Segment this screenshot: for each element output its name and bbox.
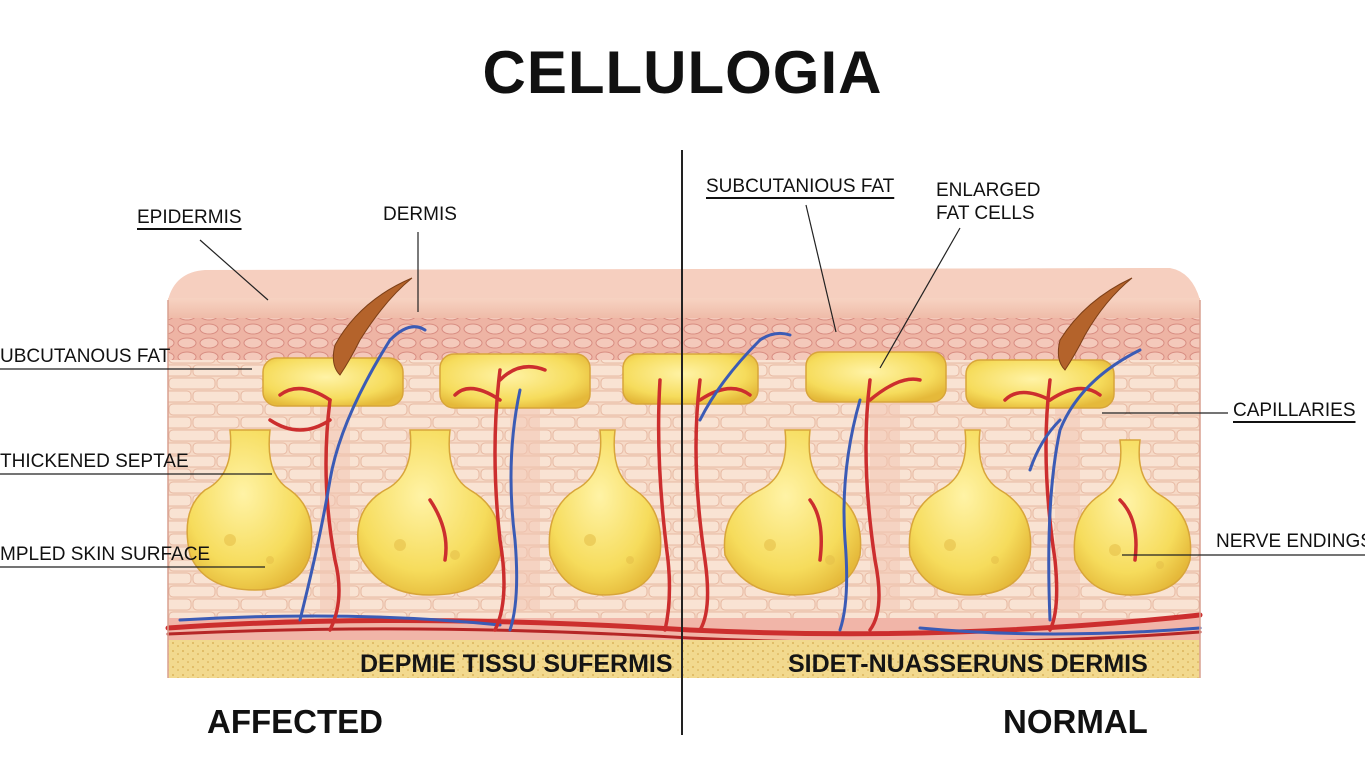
label-thickened-septae: THICKENED SEPTAE xyxy=(0,451,189,472)
epidermis-layer xyxy=(168,298,1200,320)
label-subcutaneous-fat-left: UBCUTANOUS FAT xyxy=(0,346,171,367)
hair-follicles xyxy=(332,277,1133,376)
label-capillaries: CAPILLARIES xyxy=(1233,400,1356,421)
fat-cell-spots xyxy=(224,534,1164,569)
leader-lines xyxy=(0,204,1365,568)
label-affected: AFFECTED xyxy=(207,703,383,740)
label-subcutaneous-fat-right: SUBCUTANIOUS FAT xyxy=(706,176,895,197)
label-dimpled-skin-surface: MPLED SKIN SURFACE xyxy=(0,544,211,565)
arteries xyxy=(268,364,1138,632)
label-enlarged-fat-cells: ENLARGED FAT CELLS xyxy=(936,180,1041,224)
base-layer xyxy=(168,640,1200,678)
label-epidermis: EPIDERMIS xyxy=(137,207,242,228)
label-normal: NORMAL xyxy=(1003,703,1148,740)
veins xyxy=(298,325,1142,632)
label-nerve-endings: NERVE ENDINGS xyxy=(1216,531,1365,552)
diagram-title: CELLULOGIA xyxy=(482,39,883,106)
epidermis-top-surface xyxy=(168,268,1200,300)
upper-fat-lobules xyxy=(262,351,1115,409)
base-label-left: DEPMIE TISSU SUFERMIS xyxy=(360,650,673,678)
label-dermis: DERMIS xyxy=(383,204,457,225)
base-label-right: SIDET-NUASSERUNS DERMIS xyxy=(788,650,1148,678)
